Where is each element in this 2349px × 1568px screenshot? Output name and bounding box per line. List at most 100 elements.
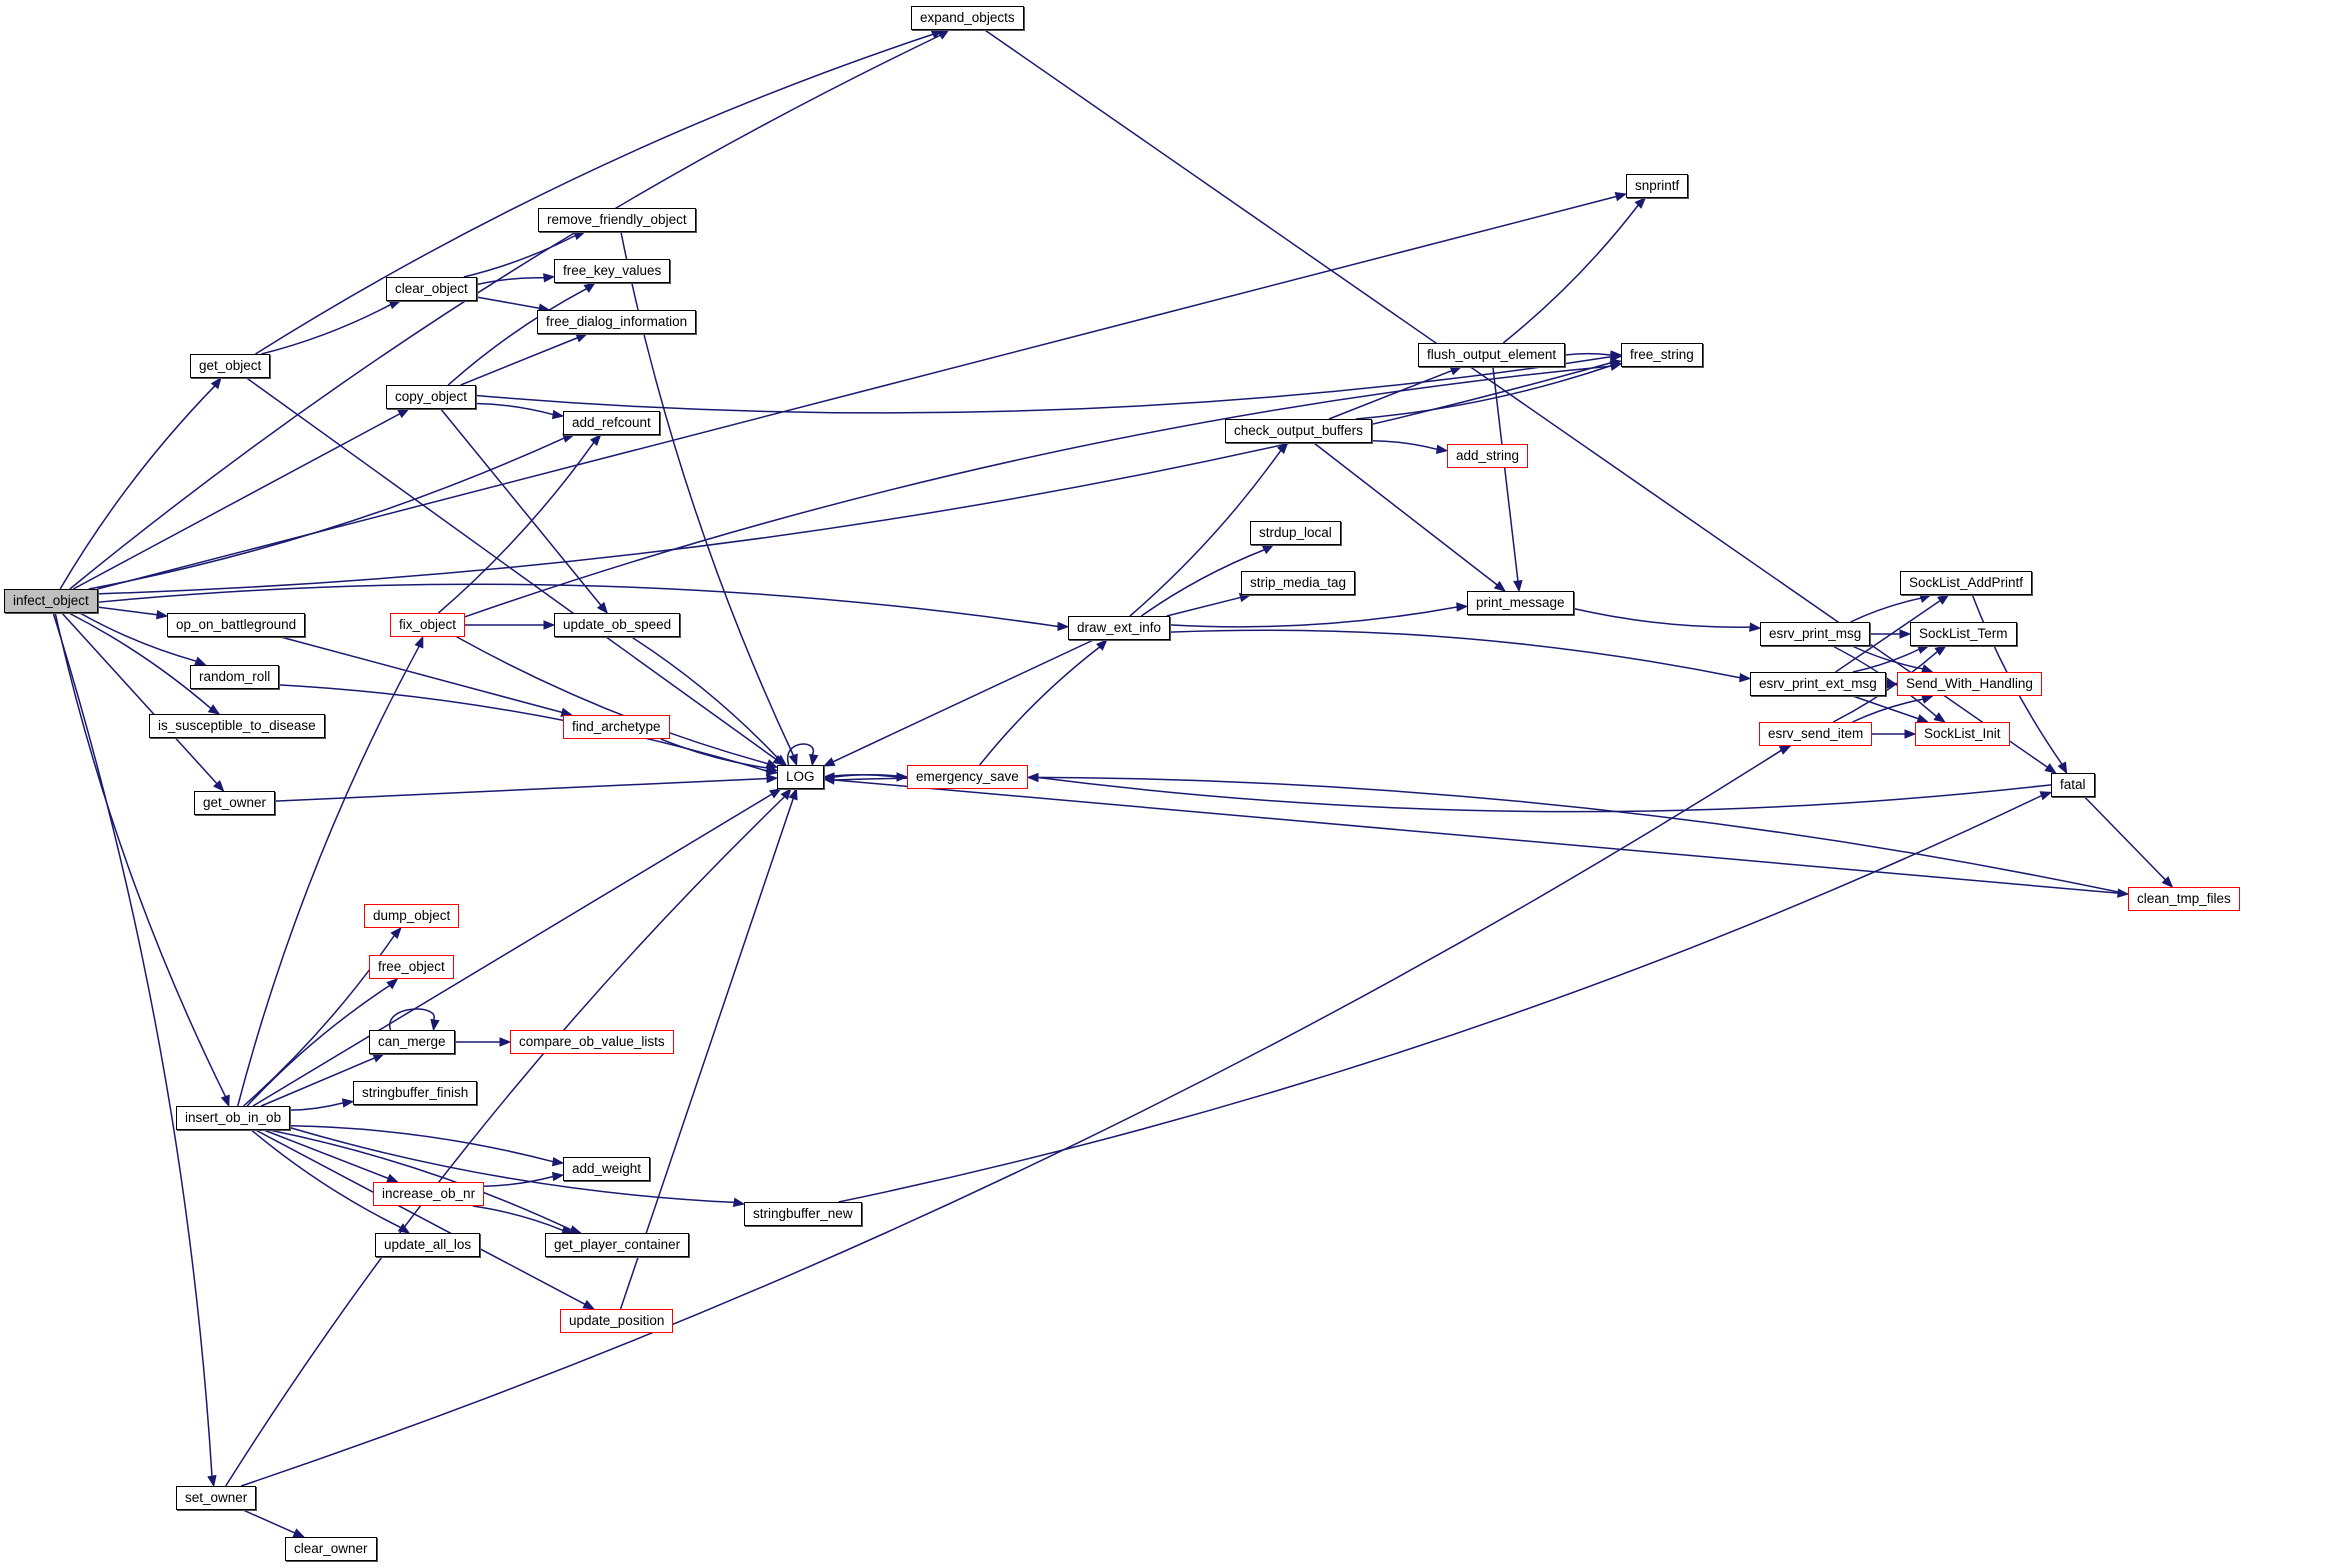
node-increase_ob_nr[interactable]: increase_ob_nr	[373, 1182, 485, 1206]
node-print_message[interactable]: print_message	[1467, 591, 1574, 615]
edge-increase_ob_nr-to-add_weight-arrowhead	[551, 1171, 565, 1182]
node-op_on_battleground[interactable]: op_on_battleground	[167, 613, 306, 637]
edge-infect_object-to-expand_objects	[69, 34, 941, 590]
node-get_player_container[interactable]: get_player_container	[545, 1233, 690, 1257]
node-clean_tmp_files[interactable]: clean_tmp_files	[2128, 887, 2240, 911]
edge-check_output_buffers-to-free_string	[1355, 364, 1612, 420]
node-free_key_values[interactable]: free_key_values	[554, 259, 671, 283]
edge-esrv_print_ext_msg-to-SockList_Term-arrowhead	[1917, 644, 1930, 654]
edge-insert_ob_in_ob-to-update_position-arrowhead	[582, 1299, 596, 1310]
node-random_roll[interactable]: random_roll	[190, 665, 280, 689]
node-find_archetype[interactable]: find_archetype	[563, 715, 670, 739]
node-esrv_send_item[interactable]: esrv_send_item	[1759, 722, 1873, 746]
edge-copy_object-to-update_ob_speed	[440, 408, 602, 606]
node-fix_object[interactable]: fix_object	[390, 613, 466, 637]
edge-get_owner-to-LOG-arrowhead	[766, 773, 779, 784]
edge-esrv_print_msg-to-SockList_Term-arrowhead	[1899, 629, 1912, 639]
edge-copy_object-to-free_dialog_information-arrowhead	[575, 333, 589, 343]
node-add_string[interactable]: add_string	[1447, 444, 1529, 468]
node-expand_objects[interactable]: expand_objects	[911, 6, 1024, 30]
edge-LOG-to-LOG	[786, 743, 815, 766]
edge-increase_ob_nr-to-get_player_container	[472, 1205, 564, 1232]
node-clear_object[interactable]: clear_object	[386, 277, 477, 301]
node-SockList_AddPrintf[interactable]: SockList_AddPrintf	[1900, 571, 2033, 595]
edge-draw_ext_info-to-LOG-arrowhead	[822, 757, 836, 767]
edge-set_owner-to-esrv_send_item	[240, 749, 1782, 1487]
edge-random_roll-to-LOG	[278, 684, 768, 772]
node-SockList_Term[interactable]: SockList_Term	[1910, 622, 2017, 646]
edge-draw_ext_info-to-strip_media_tag	[1166, 596, 1241, 617]
node-stringbuffer_new[interactable]: stringbuffer_new	[744, 1202, 862, 1226]
node-snprintf[interactable]: snprintf	[1626, 174, 1689, 198]
edge-check_output_buffers-to-flush_output_element	[1328, 369, 1452, 420]
node-Send_With_Handling[interactable]: Send_With_Handling	[1897, 672, 2042, 696]
node-add_refcount[interactable]: add_refcount	[563, 411, 660, 435]
node-check_output_buffers[interactable]: check_output_buffers	[1225, 419, 1372, 443]
node-emergency_save[interactable]: emergency_save	[907, 765, 1028, 789]
edge-set_owner-to-esrv_send_item-arrowhead	[1778, 745, 1792, 755]
node-update_all_los[interactable]: update_all_los	[375, 1233, 481, 1257]
node-SockList_Init[interactable]: SockList_Init	[1915, 722, 2010, 746]
node-clear_owner[interactable]: clear_owner	[285, 1537, 377, 1561]
edge-fix_object-to-add_refcount-arrowhead	[589, 434, 602, 446]
edge-insert_ob_in_ob-to-stringbuffer_finish-arrowhead	[341, 1098, 355, 1108]
edge-draw_ext_info-to-esrv_print_ext_msg-arrowhead	[1739, 672, 1752, 683]
edge-esrv_print_ext_msg-to-SockList_Term	[1852, 648, 1920, 673]
node-flush_output_element[interactable]: flush_output_element	[1418, 343, 1566, 367]
edge-insert_ob_in_ob-to-fix_object	[237, 645, 420, 1107]
edge-update_ob_speed-to-LOG-arrowhead	[774, 754, 788, 766]
node-strip_media_tag[interactable]: strip_media_tag	[1241, 571, 1356, 595]
edge-copy_object-to-free_string	[475, 355, 1612, 414]
edge-clean_tmp_files-to-LOG-arrowhead	[822, 775, 835, 785]
node-update_ob_speed[interactable]: update_ob_speed	[554, 613, 681, 637]
edge-fatal-to-clean_tmp_files	[2084, 796, 2166, 881]
node-esrv_print_msg[interactable]: esrv_print_msg	[1760, 622, 1871, 646]
edge-infect_object-to-is_susceptible_to_disease-arrowhead	[207, 704, 221, 715]
node-free_object[interactable]: free_object	[369, 955, 454, 979]
edge-set_owner-to-clear_owner-arrowhead	[292, 1528, 306, 1538]
node-update_position[interactable]: update_position	[560, 1309, 674, 1333]
node-get_object[interactable]: get_object	[190, 354, 271, 378]
edge-update_position-to-LOG-arrowhead	[788, 787, 798, 801]
edge-copy_object-to-update_ob_speed-arrowhead	[596, 601, 609, 615]
node-strdup_local[interactable]: strdup_local	[1250, 521, 1341, 545]
node-compare_ob_value_lists[interactable]: compare_ob_value_lists	[510, 1030, 674, 1054]
edge-print_message-to-esrv_print_msg	[1573, 607, 1751, 628]
node-is_susceptible_to_disease[interactable]: is_susceptible_to_disease	[149, 714, 325, 738]
node-stringbuffer_finish[interactable]: stringbuffer_finish	[353, 1081, 478, 1105]
node-get_owner[interactable]: get_owner	[194, 791, 276, 815]
edge-fix_object-to-add_refcount	[437, 441, 595, 614]
node-draw_ext_info[interactable]: draw_ext_info	[1068, 616, 1171, 640]
edge-esrv_send_item-to-Send_With_Handling	[1852, 698, 1924, 723]
edge-update_ob_speed-to-LOG	[631, 636, 779, 760]
edge-insert_ob_in_ob-to-LOG	[252, 793, 773, 1107]
node-infect_object[interactable]: infect_object	[4, 589, 98, 613]
edge-insert_ob_in_ob-to-update_all_los-arrowhead	[397, 1223, 411, 1234]
edge-LOG-to-clean_tmp_files-arrowhead	[2117, 888, 2130, 898]
edge-draw_ext_info-to-check_output_buffers	[1129, 449, 1282, 617]
node-add_weight[interactable]: add_weight	[563, 1157, 651, 1181]
edge-can_merge-to-compare_ob_value_lists-arrowhead	[499, 1037, 512, 1047]
edge-SockList_AddPrintf-to-fatal-arrowhead	[2057, 761, 2068, 775]
edge-clear_object-to-free_key_values	[476, 276, 545, 286]
node-free_string[interactable]: free_string	[1621, 343, 1703, 367]
edge-draw_ext_info-to-strdup_local	[1140, 549, 1265, 617]
node-esrv_print_ext_msg[interactable]: esrv_print_ext_msg	[1750, 672, 1886, 696]
edge-insert_ob_in_ob-to-increase_ob_nr-arrowhead	[386, 1173, 399, 1183]
edge-infect_object-to-random_roll-arrowhead	[194, 656, 207, 666]
edge-insert_ob_in_ob-to-stringbuffer_finish	[289, 1102, 344, 1111]
edge-check_output_buffers-to-flush_output_element-arrowhead	[1449, 366, 1463, 376]
node-copy_object[interactable]: copy_object	[386, 385, 477, 409]
edge-infect_object-to-free_string	[97, 362, 1612, 595]
node-remove_friendly_object[interactable]: remove_friendly_object	[538, 208, 696, 232]
node-LOG[interactable]: LOG	[777, 765, 824, 789]
node-can_merge[interactable]: can_merge	[369, 1030, 455, 1054]
node-set_owner[interactable]: set_owner	[176, 1486, 257, 1510]
edge-insert_ob_in_ob-to-add_weight	[289, 1125, 554, 1163]
node-fatal[interactable]: fatal	[2051, 773, 2095, 797]
node-insert_ob_in_ob[interactable]: insert_ob_in_ob	[176, 1106, 291, 1130]
node-free_dialog_information[interactable]: free_dialog_information	[537, 310, 697, 334]
node-dump_object[interactable]: dump_object	[364, 904, 460, 928]
edge-esrv_send_item-to-SockList_Term-arrowhead	[1934, 645, 1947, 656]
